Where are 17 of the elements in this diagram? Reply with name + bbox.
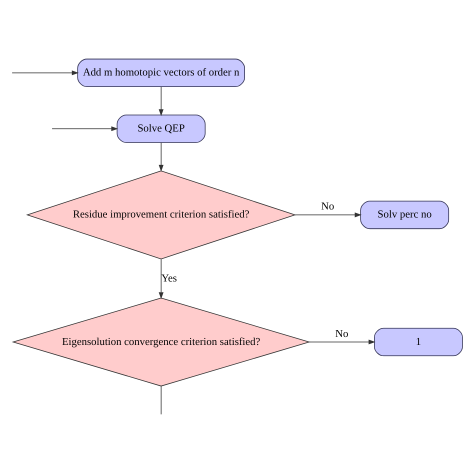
arrow (158, 142, 164, 172)
node-box: Add m homotopic vectors of order n (77, 58, 245, 88)
edge-label: Yes (161, 272, 177, 284)
arrow (308, 340, 376, 344)
node-box: 1 (374, 328, 463, 356)
edge-label: No (321, 200, 334, 213)
node-diamond: Residue improvement criterion satisfied? (26, 170, 296, 260)
node-box: Solv perc no (360, 200, 450, 230)
node-diamond: Eigensolution convergence criterion satisfied? (12, 298, 311, 386)
arrow (158, 86, 164, 116)
connector (160, 386, 162, 415)
edge-label: No (335, 328, 348, 340)
node-box: Solve QEP (116, 114, 206, 143)
arrow (12, 70, 79, 76)
arrow (158, 258, 164, 300)
arrow (294, 212, 362, 218)
arrow (52, 126, 118, 132)
